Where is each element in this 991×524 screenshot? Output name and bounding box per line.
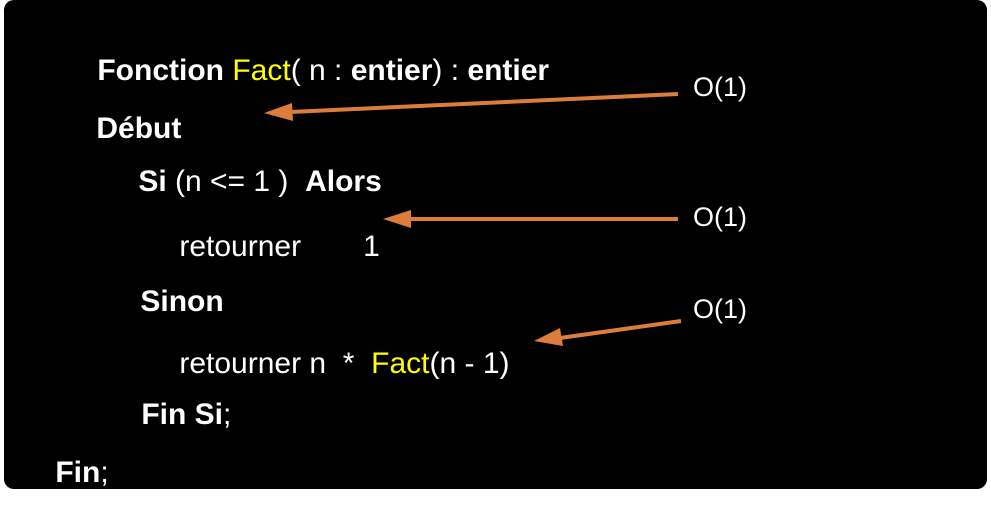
fin-semicolon: ; <box>100 456 108 489</box>
complexity-label-1: O(1) <box>693 71 747 103</box>
recursive-call-args: (n - 1) <box>429 347 509 380</box>
params-close: ) : <box>432 54 467 87</box>
slide-background: Fonction Fact( n : entier) : entier Débu… <box>4 0 987 489</box>
return-type: entier <box>467 54 549 87</box>
code-line-fin: Fin; <box>22 422 109 524</box>
keyword-fin: Fin <box>55 456 100 489</box>
return-value: 1 <box>363 230 380 263</box>
function-name: Fact <box>232 54 290 87</box>
params-open: ( n : <box>291 54 351 87</box>
multiply-operator: * <box>334 347 371 380</box>
recursive-call-name: Fact <box>371 347 429 380</box>
keyword-fin-si: Fin Si <box>141 398 223 431</box>
code-line-endif: Fin Si; <box>108 364 231 466</box>
keyword-alors: Alors <box>305 165 382 198</box>
keyword-si: Si <box>138 165 175 198</box>
if-condition: (n <= 1 ) <box>175 165 305 198</box>
endif-semicolon: ; <box>223 398 231 431</box>
complexity-label-2: O(1) <box>693 201 747 233</box>
complexity-label-3: O(1) <box>693 293 747 325</box>
param-type: entier <box>351 54 433 87</box>
